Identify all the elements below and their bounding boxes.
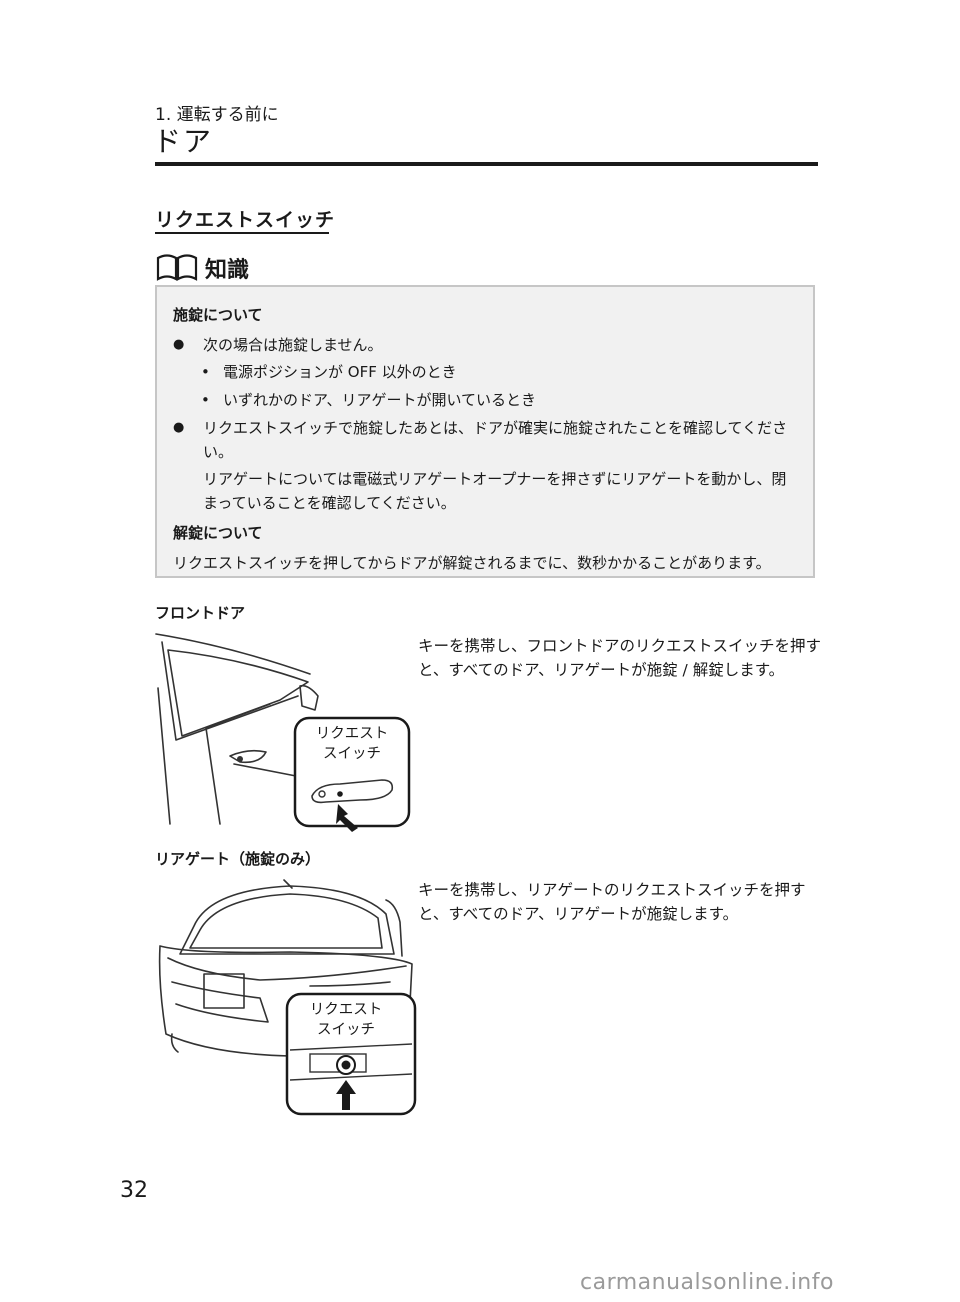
rear-gate-label: リアゲート（施錠のみ） — [155, 850, 321, 868]
knowledge-label: 知識 — [205, 258, 250, 283]
header-rule — [155, 162, 818, 166]
info-box: 施錠について ● 次の場合は施錠しません。 • 電源ポジションが OFF 以外の… — [155, 285, 815, 578]
rear-request-switch — [341, 1060, 351, 1070]
list-item: • 電源ポジションが OFF 以外のとき — [201, 360, 797, 384]
chapter-label: 1. 運転する前に — [155, 105, 279, 125]
section-title: ドア — [153, 125, 214, 158]
subheading: リクエストスイッチ — [155, 209, 336, 231]
sub-bullet: • — [201, 363, 210, 381]
list-item: • いずれかのドア、リアゲートが開いているとき — [201, 388, 797, 412]
bullet-text: 次の場合は施錠しません。 — [203, 336, 383, 354]
rear-callout-line2: スイッチ — [317, 1022, 375, 1038]
list-item: ● 次の場合は施錠しません。 — [173, 333, 797, 357]
list-item: ● リクエストスイッチで施錠したあとは、ドアが確実に施錠されたことを確認してくだ… — [173, 416, 797, 464]
knowledge-header: 知識 — [155, 252, 249, 284]
front-callout-line2: スイッチ — [323, 746, 381, 762]
press-arrow-icon — [336, 1080, 356, 1110]
front-door-label: フロントドア — [155, 604, 246, 622]
watermark: carmanualsonline.info — [580, 1270, 834, 1295]
bullet-dot: ● — [173, 337, 185, 352]
front-door-illustration: リクエスト スイッチ — [155, 633, 411, 832]
bullet-paragraph: リアゲートについては電磁式リアゲートオープナーを押さずにリアゲートを動かし、閉ま… — [203, 470, 787, 512]
press-arrow-icon — [336, 804, 358, 832]
rear-callout-line1: リクエスト — [310, 1001, 383, 1018]
rear-gate-illustration: リクエスト スイッチ — [158, 879, 417, 1116]
unlock-heading: 解錠について — [173, 524, 263, 542]
subheading-underline — [155, 232, 329, 234]
bullet-text: リクエストスイッチで施錠したあとは、ドアが確実に施錠されたことを確認してください… — [203, 419, 788, 461]
rear-gate-description: キーを携帯し、リアゲートのリクエストスイッチを押すと、すべてのドア、リアゲートが… — [418, 881, 806, 923]
bullet-dot: ● — [173, 420, 185, 435]
rear-callout: リクエスト スイッチ — [285, 992, 417, 1116]
book-icon — [156, 254, 198, 281]
sub-bullet: • — [201, 391, 210, 409]
front-callout: リクエスト スイッチ — [293, 716, 411, 832]
front-door-description: キーを携帯し、フロントドアのリクエストスイッチを押すと、すべてのドア、リアゲート… — [418, 637, 822, 679]
front-request-switch — [337, 791, 343, 797]
front-callout-line1: リクエスト — [316, 725, 389, 742]
unlock-text: リクエストスイッチを押してからドアが解錠されるまでに、数秒かかることがあります。 — [173, 554, 771, 572]
page-number: 32 — [120, 1178, 148, 1203]
sub-bullet-text: いずれかのドア、リアゲートが開いているとき — [223, 391, 537, 409]
lock-heading: 施錠について — [173, 306, 263, 324]
sub-bullet-text: 電源ポジションが OFF 以外のとき — [223, 363, 457, 381]
